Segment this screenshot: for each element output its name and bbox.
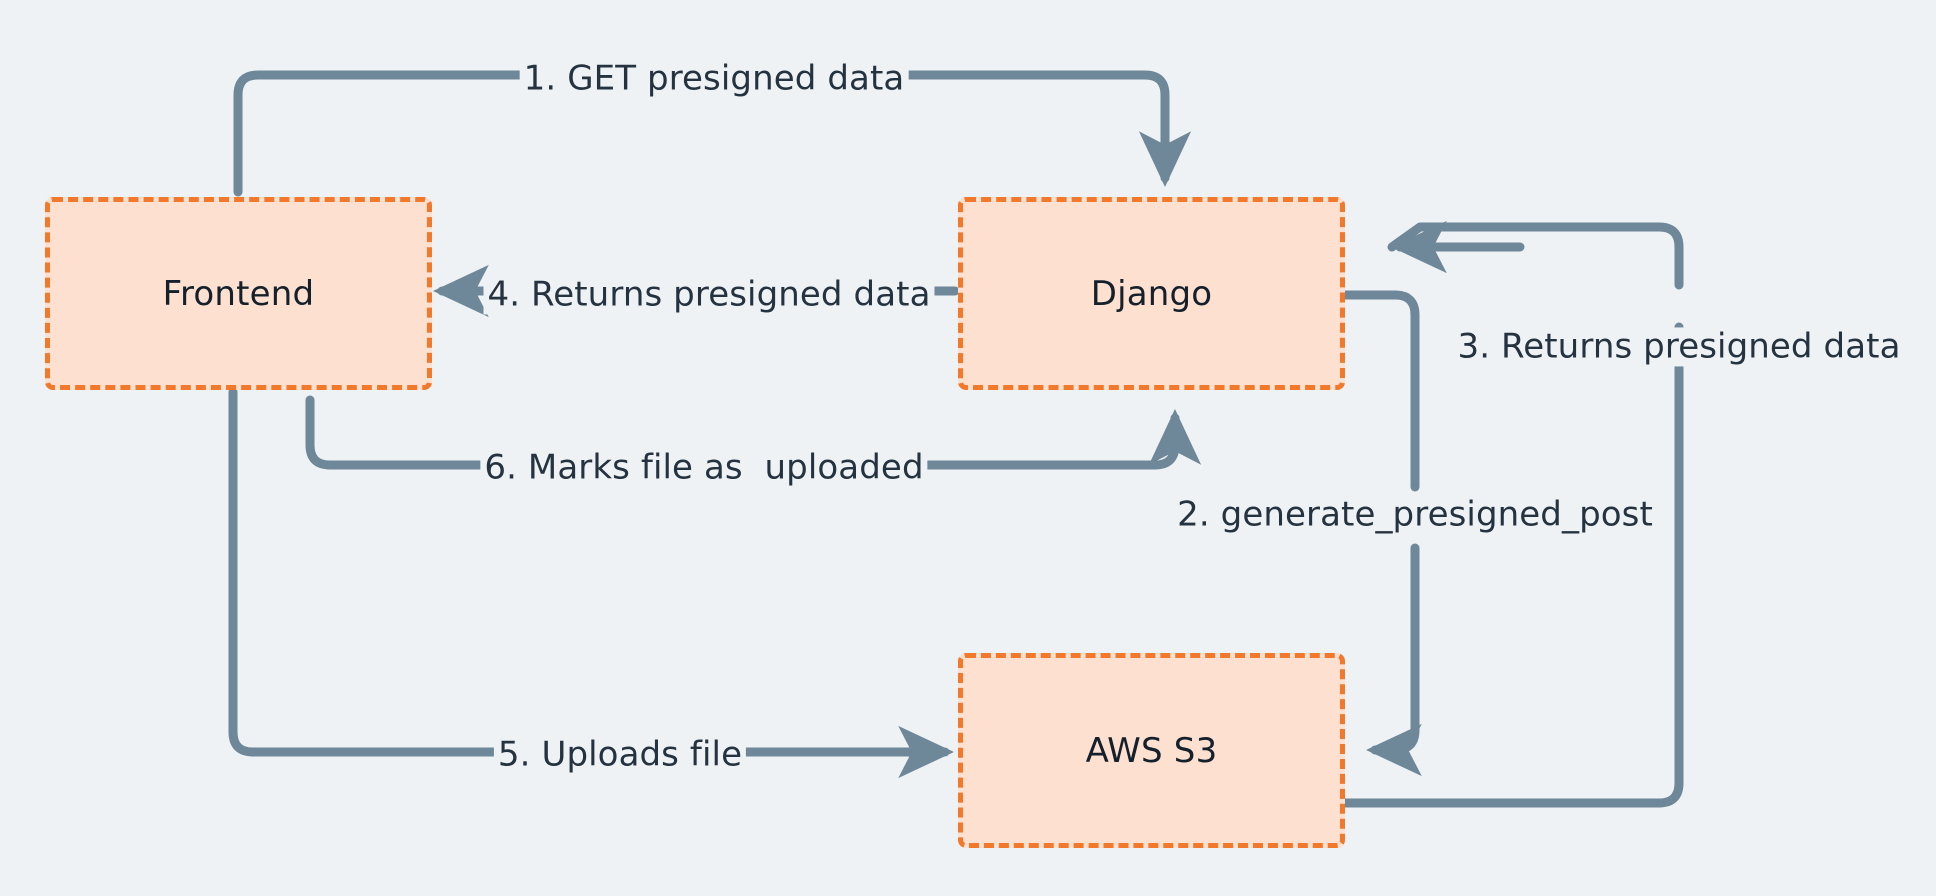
edge-3-segment-lower <box>1340 322 1684 808</box>
node-django-label: Django <box>1090 273 1213 314</box>
node-django[interactable]: Django <box>958 197 1345 390</box>
edge-2-segment-top <box>1340 290 1420 492</box>
edge-1-segment-right <box>883 70 1192 188</box>
edge-1-segment-left <box>233 70 545 197</box>
node-frontend[interactable]: Frontend <box>45 197 432 390</box>
edge-2-segment-bottom <box>1365 543 1422 777</box>
edge-label-6: 6. Marks file as uploaded <box>480 448 928 488</box>
edge-3-segment-upper <box>1387 222 1684 290</box>
edge-label-3: 3. Returns presigned data <box>1453 327 1905 367</box>
edge-6-segment-right <box>900 408 1202 470</box>
edge-5-segment-left <box>228 387 505 757</box>
node-aws-s3-label: AWS S3 <box>1085 730 1218 771</box>
edge-6-segment-left <box>305 395 508 470</box>
edge-label-5: 5. Uploads file <box>493 735 747 775</box>
node-aws-s3[interactable]: AWS S3 <box>958 653 1345 848</box>
edge-label-4: 4. Returns presigned data <box>483 275 935 315</box>
edge-label-1: 1. GET presigned data <box>519 59 909 99</box>
edge-label-2: 2. generate_presigned_post <box>1173 495 1657 535</box>
node-frontend-label: Frontend <box>162 273 315 314</box>
